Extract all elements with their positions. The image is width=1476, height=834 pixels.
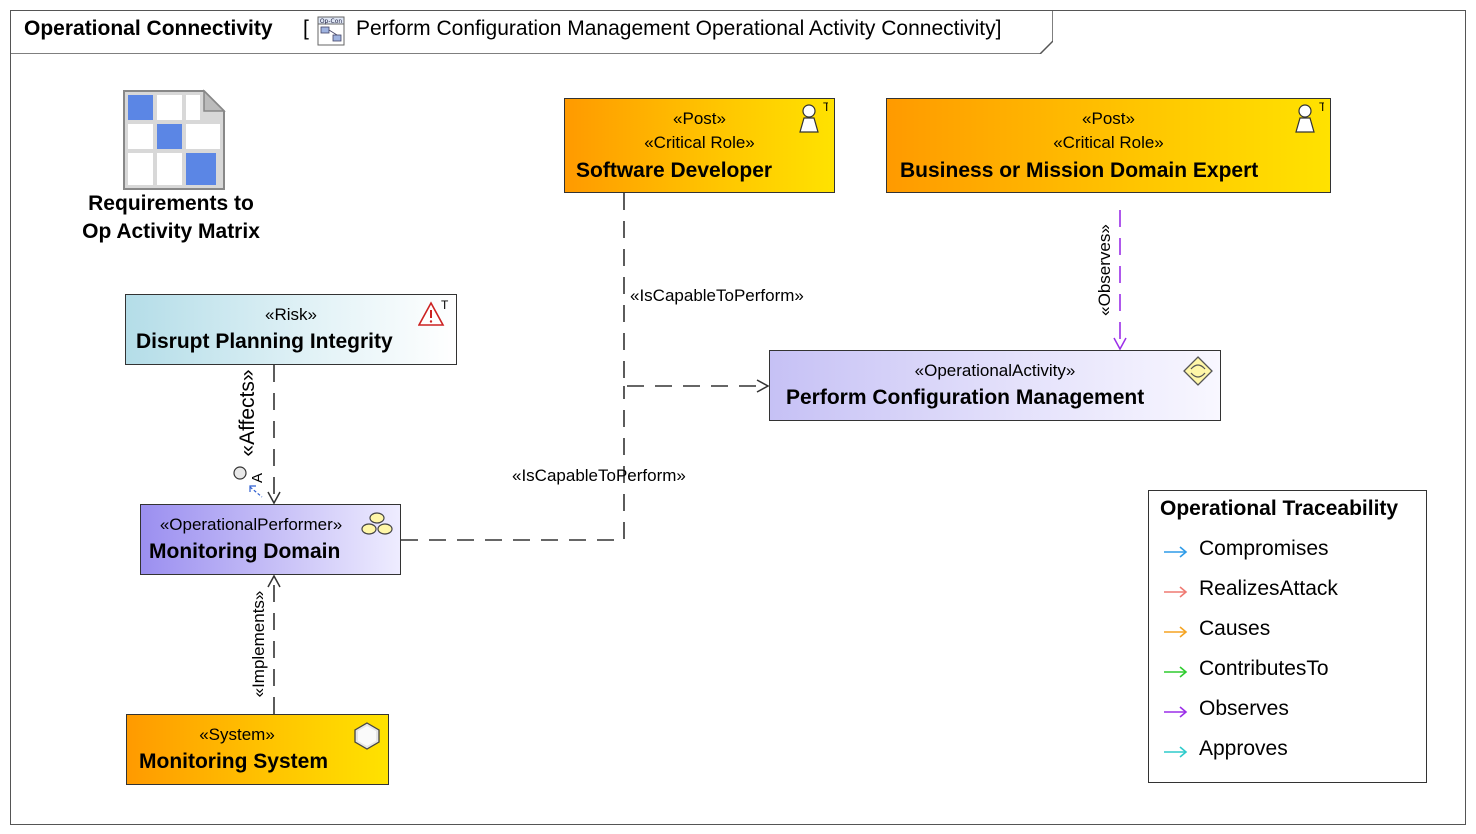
node-stereotype-risk: «Risk» [265, 305, 317, 324]
node-stereotype-operational-performer: «OperationalPerformer» [159, 515, 343, 534]
node-operational-performer[interactable]: «OperationalPerformer» Monitoring Domain [140, 504, 401, 575]
node-stereotype-operational-activity: «OperationalActivity» [914, 361, 1076, 380]
tab-outline [10, 10, 1053, 54]
legend-item-label: Observes [1199, 697, 1289, 720]
system-icon [354, 722, 380, 750]
matrix-label[interactable]: Requirements to Op Activity Matrix [60, 190, 282, 246]
diagram-frame [10, 10, 1466, 825]
legend-item-label: ContributesTo [1199, 657, 1329, 680]
node-operational-activity[interactable]: «OperationalActivity» Perform Configurat… [769, 350, 1221, 421]
matrix-label-line1: Requirements to [88, 192, 254, 215]
diagram-name: Perform Configuration Management Operati… [356, 17, 1002, 40]
tab-bracket: [ [303, 17, 309, 40]
node-name: Perform Configuration Management [786, 386, 1145, 409]
node-name: Disrupt Planning Integrity [136, 330, 393, 353]
svg-text:T: T [441, 298, 449, 312]
node-name: Monitoring Domain [149, 540, 341, 563]
observes-edge-label: «Observes» [1095, 224, 1114, 316]
legend-arrow-icon [1164, 706, 1188, 718]
node-stereotype-post: «Post» [673, 109, 726, 128]
performer-icon [361, 512, 393, 535]
capable-edge-performer[interactable] [401, 386, 625, 541]
node-domain-expert[interactable]: «Post» «Critical Role» Business or Missi… [886, 98, 1331, 193]
implements-edge-label: «Implements» [249, 591, 268, 698]
diagram-tab: Operational Connectivity [ Op-Con Perfor… [10, 10, 1053, 54]
legend-item-label: Approves [1199, 737, 1288, 760]
legend-arrow-icon [1164, 586, 1188, 598]
node-name: Software Developer [576, 159, 773, 182]
capable-edge-label-developer: «IsCapableToPerform» [630, 286, 804, 305]
warning-icon: T [418, 298, 449, 326]
legend-arrow-icon [1164, 546, 1188, 558]
svg-text:T: T [1319, 101, 1324, 114]
person-icon: T [799, 101, 828, 133]
node-name: Monitoring System [139, 750, 329, 773]
capable-edge-label-performer: «IsCapableToPerform» [512, 466, 686, 485]
node-name: Business or Mission Domain Expert [900, 159, 1259, 182]
node-risk[interactable]: «Risk» Disrupt Planning Integrity T [125, 294, 457, 365]
capable-edge-developer[interactable] [623, 193, 770, 393]
legend-arrow-icon [1164, 626, 1188, 638]
svg-text:T: T [823, 101, 828, 114]
person-icon: T [1295, 101, 1324, 133]
node-software-developer[interactable]: «Post» «Critical Role» Software Develope… [564, 98, 835, 193]
node-stereotype-critical-role: «Critical Role» [644, 133, 755, 152]
matrix-icon[interactable] [122, 89, 226, 191]
legend-title: Operational Traceability [1160, 497, 1399, 520]
node-stereotype-critical-role: «Critical Role» [1053, 133, 1164, 152]
op-con-diagram-icon: Op-Con [317, 16, 345, 46]
activity-icon [1183, 356, 1213, 386]
legend-item-label: Compromises [1199, 537, 1329, 560]
legend-arrow-icon [1164, 666, 1188, 678]
legend-item-label: Causes [1199, 617, 1271, 640]
affects-edge-label: «Affects» [236, 369, 259, 456]
frame-kind-label: Operational Connectivity [24, 17, 273, 40]
affects-annotation-icon [233, 466, 263, 498]
node-stereotype-post: «Post» [1082, 109, 1135, 128]
legend-item-label: RealizesAttack [1199, 577, 1338, 600]
node-system[interactable]: «System» Monitoring System [126, 714, 389, 785]
affects-annotation-letter: A [249, 473, 266, 483]
svg-text:Op-Con: Op-Con [320, 18, 343, 25]
node-stereotype-system: «System» [199, 725, 275, 744]
matrix-label-line2: Op Activity Matrix [82, 220, 260, 243]
legend-arrow-icon [1164, 746, 1188, 758]
